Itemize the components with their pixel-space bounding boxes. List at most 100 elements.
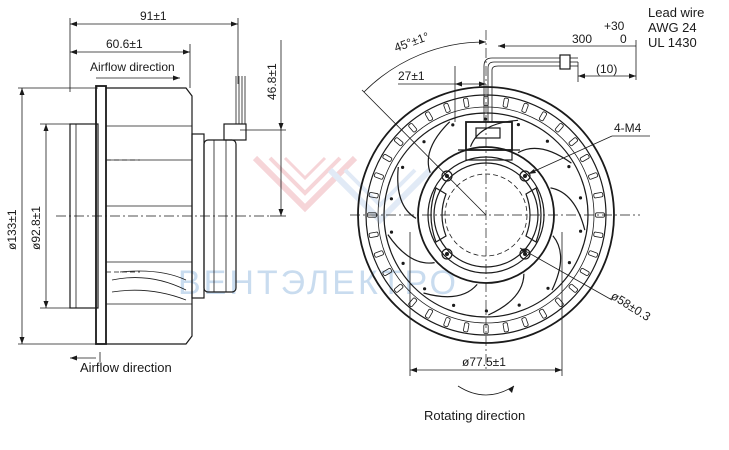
- rim-slot: [424, 111, 434, 122]
- rim-slot: [373, 172, 384, 180]
- rivet-dot: [401, 261, 405, 265]
- airflow-bottom-label: Airflow direction: [80, 360, 172, 375]
- rivet-dot: [517, 303, 521, 307]
- rivet-dot: [545, 139, 550, 143]
- impeller-blade: [488, 273, 525, 316]
- lead-wire-spec: Lead wire AWG 24 UL 1430: [648, 5, 704, 50]
- arrow-head-screw: [528, 169, 536, 174]
- rivet-dot: [567, 261, 572, 265]
- arrow-head-bolt: [520, 248, 527, 254]
- rim-slot: [368, 231, 379, 238]
- lead-wire-line1: Lead wire: [648, 5, 704, 20]
- dim-screw: 4-M4: [614, 121, 642, 135]
- rim-slot: [394, 283, 404, 293]
- rim-slot: [367, 212, 377, 218]
- rim-slot: [588, 172, 599, 180]
- connector-base: [458, 149, 520, 161]
- dim-arc-angle: [363, 41, 487, 93]
- hub-window-right: [525, 187, 542, 243]
- rim-slot: [382, 153, 393, 163]
- impeller-blade: [397, 166, 417, 219]
- rim-slot: [382, 267, 393, 277]
- rim-slot: [568, 283, 578, 293]
- rim-slot: [588, 250, 599, 258]
- rim-slot: [579, 153, 590, 163]
- outer-rim: [357, 86, 615, 344]
- dim-strip-length: (10): [596, 62, 617, 76]
- rim-slots: [367, 96, 605, 334]
- impeller-blade: [550, 187, 586, 231]
- watermark-text: ВЕНТЭЛЕКТРО: [178, 264, 459, 302]
- rim-slot-ring: [377, 106, 595, 324]
- dim-bolt-circle: ø58±0.3: [608, 289, 653, 324]
- connector-window: [475, 127, 501, 139]
- rim-slot: [394, 137, 404, 147]
- airflow-bottom-arrowhead: [70, 355, 77, 361]
- arrow-head-angle: [479, 39, 486, 45]
- rim-slot: [538, 308, 548, 319]
- hub-window-left: [430, 187, 447, 243]
- rim-slot: [368, 192, 379, 199]
- rivet-dot: [451, 123, 455, 127]
- rivet-dot: [422, 140, 426, 144]
- leader-bolt-circle: [519, 247, 613, 301]
- dim-flange-diameter: ø77.5±1: [462, 355, 506, 369]
- arrow-heads-6: [455, 81, 486, 87]
- lead-wire-line3: UL 1430: [648, 35, 697, 50]
- rim-slot: [483, 324, 489, 334]
- impeller-blade: [423, 284, 478, 298]
- rotating-arrow: [457, 385, 515, 396]
- rim-slot: [408, 123, 418, 133]
- impeller-blade: [517, 147, 572, 164]
- blade-curves: [111, 270, 187, 301]
- lead-wires-side: [235, 76, 246, 124]
- rivet-dot: [484, 117, 488, 121]
- rim-slot: [538, 111, 548, 122]
- rim-slot: [502, 322, 509, 333]
- dim-inlet-width: 60.6±1: [106, 37, 143, 51]
- rivet-dot: [567, 165, 571, 169]
- dim-lead-length: 300: [572, 32, 592, 46]
- dim-lead-tol-minus: 0: [620, 32, 627, 46]
- rivet-dot: [423, 287, 427, 291]
- rim-slot: [579, 267, 590, 277]
- rivet-dot: [579, 229, 583, 233]
- lead-wires-front: [483, 54, 578, 122]
- rim-slot: [463, 322, 470, 333]
- dim-overall-width: 91±1: [140, 9, 167, 23]
- impeller-blade: [427, 121, 451, 173]
- rim-slot: [593, 192, 604, 199]
- rim-inner: [365, 94, 607, 336]
- arrow-heads-7: [578, 73, 636, 79]
- impeller-blade: [551, 235, 562, 291]
- arrow-head-300: [498, 43, 505, 49]
- rim-slot: [502, 97, 509, 108]
- airflow-top-arrowhead: [173, 75, 180, 81]
- hub-inner: [433, 162, 539, 268]
- rim-slot: [373, 250, 384, 258]
- hub-outer: [417, 146, 555, 284]
- bolt-circle: [444, 173, 528, 257]
- rim-slot: [463, 97, 470, 108]
- dim-lead-offset: 27±1: [398, 69, 425, 83]
- airflow-top-label: Airflow direction: [90, 60, 175, 74]
- rim-slot: [593, 231, 604, 238]
- rivet-dot: [401, 165, 405, 169]
- rotating-label: Rotating direction: [424, 408, 525, 423]
- rivet-dot: [578, 196, 583, 200]
- dim-angle: 45°±1°: [392, 29, 431, 55]
- front-view: 27±1 45°±1° 300 +30 0 (10) 4-M4 ø58±0.3: [350, 19, 653, 423]
- connector-housing: [465, 121, 513, 151]
- rim-slot: [595, 212, 605, 218]
- rim-slot: [521, 317, 529, 328]
- angle-ray: [361, 89, 487, 216]
- rivet-dot: [546, 286, 550, 290]
- leader-screw: [527, 135, 613, 175]
- hub-ring: [427, 156, 545, 274]
- rim-slot-ring-2: [383, 112, 589, 318]
- rivet-dot: [389, 197, 393, 201]
- impeller-blade: [387, 234, 435, 264]
- impeller-blade: [469, 119, 519, 147]
- rivet-dot: [484, 309, 488, 313]
